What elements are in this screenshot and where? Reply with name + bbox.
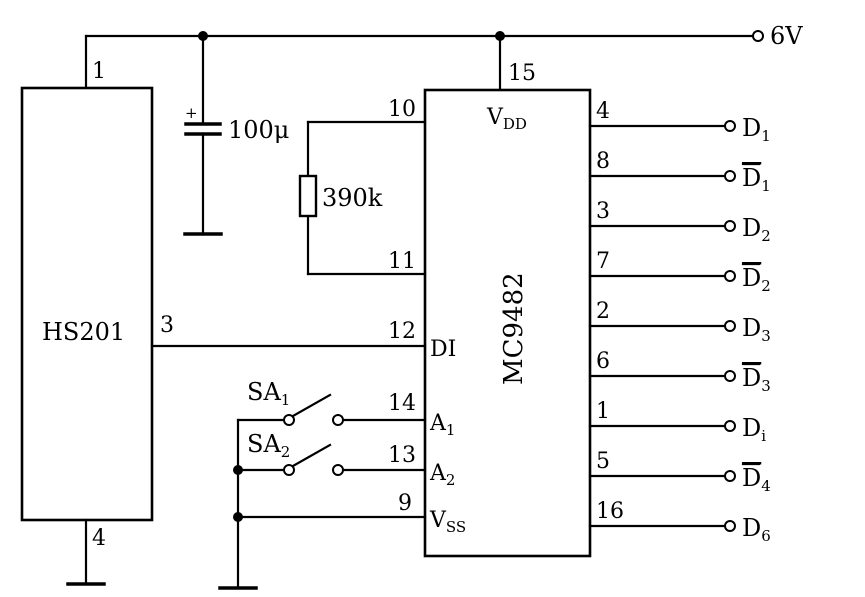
output-pin-number: 8 [596, 149, 610, 174]
output-terminal [724, 370, 736, 382]
output-terminal [724, 520, 736, 532]
hs201-pin-4: 4 [92, 526, 106, 551]
switch-sa2-label: SA2 [247, 430, 290, 461]
output-pin-number: 1 [596, 399, 610, 424]
a1-label: A1 [429, 411, 455, 439]
supply-label: 6V [770, 22, 803, 50]
output-pin-number: 7 [596, 249, 610, 274]
capacitor-polarity: + [185, 104, 198, 122]
switch-sa1-label: SA1 [247, 378, 290, 409]
hs201-pin-1: 1 [92, 59, 106, 84]
output-terminal [724, 220, 736, 232]
output-label: D3 [742, 314, 771, 345]
mc9482-pin-13: 13 [388, 443, 416, 468]
output-pin-number: 2 [596, 299, 610, 324]
output-label: D6 [742, 514, 771, 545]
vdd-label: VDD [486, 105, 527, 133]
output-label: D2 [742, 214, 771, 245]
output-label: D4 [742, 464, 771, 495]
output-pin-number: 16 [596, 499, 624, 524]
output-terminal [724, 320, 736, 332]
vss-label: VSS [429, 508, 466, 536]
output-terminal [724, 120, 736, 132]
mc9482-pin-12: 12 [388, 319, 416, 344]
output-label: D3 [742, 364, 771, 395]
capacitor [183, 34, 223, 236]
output-pin-number: 6 [596, 349, 610, 374]
output-label: D1 [742, 114, 771, 145]
output-pin-number: 5 [596, 449, 610, 474]
output-label: D2 [742, 264, 771, 295]
address-switches [218, 393, 427, 590]
mc9482-chip [423, 34, 592, 558]
supply-rail [84, 30, 764, 42]
output-terminal [724, 420, 736, 432]
mc9482-pin-10: 10 [388, 97, 416, 122]
resistor-network [298, 120, 427, 276]
output-terminal [724, 270, 736, 282]
capacitor-value: 100μ [228, 116, 289, 144]
resistor-value: 390k [322, 184, 383, 212]
output-label: Di [742, 414, 766, 445]
di-label: DI [430, 337, 456, 362]
mc9482-pin-15: 15 [508, 61, 536, 86]
output-label: D1 [742, 164, 771, 195]
hs201-pin-3: 3 [160, 313, 174, 338]
output-pin-number: 4 [596, 99, 610, 124]
output-pin-number: 3 [596, 199, 610, 224]
output-terminal [724, 470, 736, 482]
output-terminal [724, 170, 736, 182]
mc9482-label: MC9482 [499, 272, 529, 385]
mc9482-pin-9: 9 [398, 491, 412, 516]
a2-label: A2 [429, 461, 455, 489]
hs201-label: HS201 [42, 318, 125, 346]
mc9482-pin-14: 14 [388, 391, 416, 416]
mc9482-pin-11: 11 [388, 249, 416, 274]
hs201-module [20, 34, 154, 586]
